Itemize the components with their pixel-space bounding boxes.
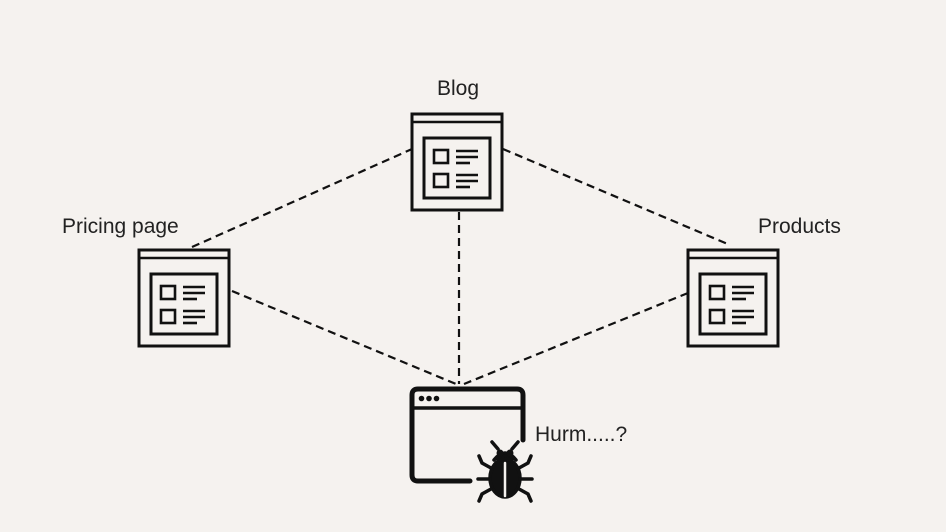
edge-pricing-blog <box>191 147 413 249</box>
edge-pricing-crawler <box>231 289 457 386</box>
bug-icon <box>476 440 534 503</box>
browser-dot <box>426 395 432 402</box>
node-label-pricing: Pricing page <box>62 215 179 238</box>
edge-blog-products <box>502 147 731 247</box>
connectors <box>191 147 731 386</box>
web-page-icon[interactable] <box>686 248 780 348</box>
browser-window-outline <box>409 386 526 484</box>
node-label-products: Products <box>758 215 841 238</box>
browser-dot <box>418 395 425 402</box>
node-label-blog: Blog <box>437 77 480 100</box>
web-page-icon[interactable] <box>137 248 231 348</box>
browser-bug-icon[interactable] <box>409 386 534 503</box>
browser-dot <box>433 395 440 402</box>
web-page-icon[interactable] <box>410 112 504 212</box>
node-label-crawler: Hurm.....? <box>535 423 628 446</box>
edge-products-crawler <box>463 291 689 386</box>
